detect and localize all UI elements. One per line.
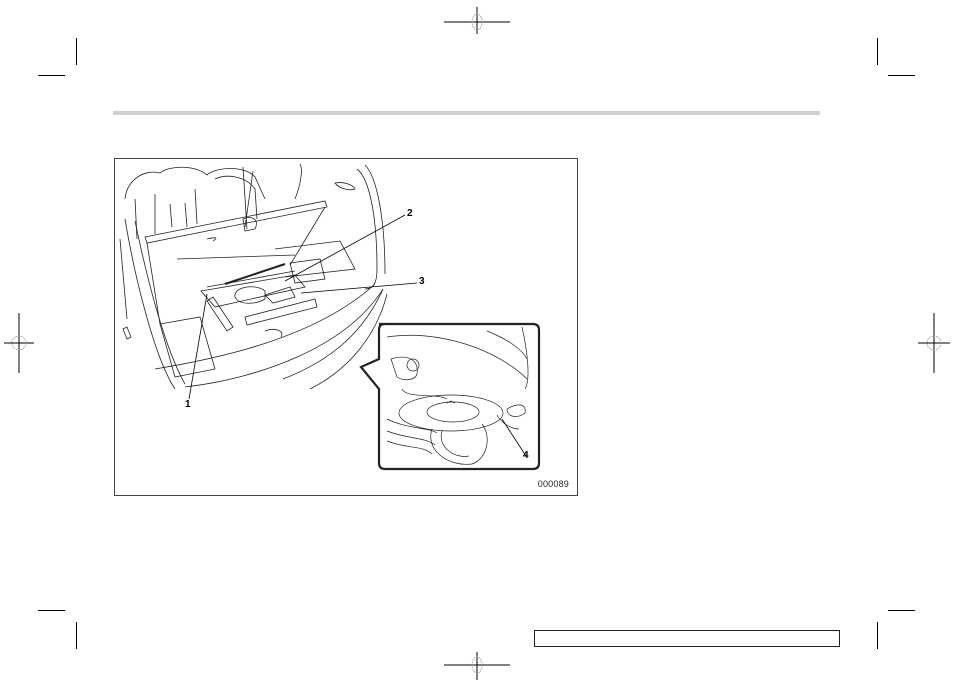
crop-mark bbox=[38, 610, 65, 611]
crop-mark bbox=[888, 610, 915, 611]
callout-3: 3 bbox=[419, 276, 425, 287]
crop-mark bbox=[877, 38, 878, 65]
spare-tire-inset bbox=[359, 322, 541, 471]
callout-4: 4 bbox=[523, 450, 529, 461]
crop-mark bbox=[888, 75, 915, 76]
page-footer-box bbox=[534, 630, 840, 647]
cargo-area-illustration bbox=[119, 163, 418, 400]
figure-code: 000089 bbox=[537, 479, 569, 489]
callout-1: 1 bbox=[185, 399, 191, 410]
callout-2: 2 bbox=[407, 208, 413, 219]
header-rule bbox=[113, 111, 820, 115]
crop-mark bbox=[76, 38, 77, 65]
registration-mark-right bbox=[918, 313, 950, 373]
registration-mark-bottom bbox=[444, 652, 510, 680]
registration-mark-top bbox=[444, 7, 510, 34]
registration-mark-left bbox=[4, 313, 34, 373]
figure-cargo-spare-tire: 1 2 3 4 000089 bbox=[114, 158, 578, 496]
crop-mark bbox=[76, 622, 77, 649]
crop-mark bbox=[877, 622, 878, 649]
crop-mark bbox=[38, 75, 65, 76]
